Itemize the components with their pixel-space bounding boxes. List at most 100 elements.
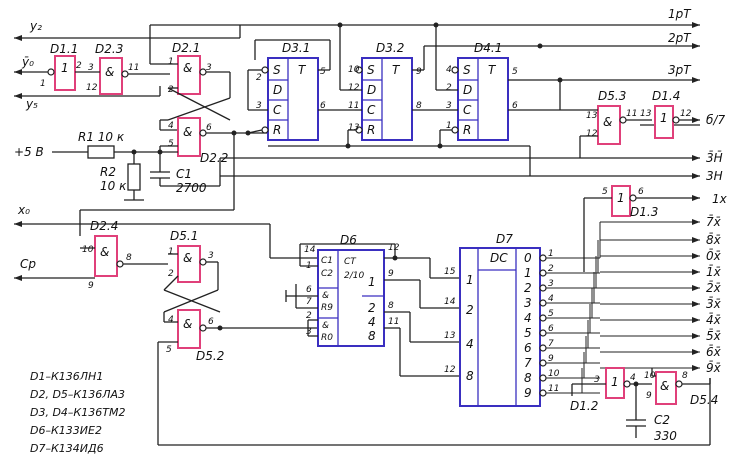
output-arrow (692, 285, 700, 291)
svg-text:3: 3 (208, 251, 214, 261)
svg-text:6: 6 (320, 101, 326, 111)
svg-text:13: 13 (348, 123, 360, 133)
d7-pin-number: 3 (548, 279, 554, 289)
svg-text:12: 12 (444, 365, 456, 375)
svg-text:&: & (322, 321, 329, 331)
chip-d2-1 (177, 55, 201, 95)
net-x3bar: 3̄x̄ (706, 297, 722, 311)
chip-d2-2 (177, 117, 201, 157)
svg-text:2: 2 (368, 301, 376, 315)
output-arrow (692, 317, 700, 323)
svg-text:2: 2 (466, 303, 474, 317)
svg-text:R: R (463, 123, 471, 137)
d7-output-1: 1 (524, 266, 532, 280)
svg-text:C: C (367, 103, 376, 117)
chip-d1-4 (654, 105, 674, 139)
d7-output-0: 0 (524, 251, 532, 265)
c2-label: C2 (654, 413, 670, 427)
d1-3-label: D1.3 (630, 205, 658, 219)
output-arrow (692, 269, 700, 275)
legend-line-5: D7–К134ИД6 (30, 442, 104, 455)
chip-d3-2 (361, 57, 413, 141)
d1-1-symbol: 1 (61, 61, 69, 75)
svg-text:1: 1 (368, 275, 376, 289)
net-x6bar: 6̄x̄ (706, 345, 722, 359)
d1-3-symbol: 1 (617, 191, 625, 205)
chip-d1-1 (54, 55, 76, 91)
r1-label: R1 10 к (78, 130, 125, 144)
net-2pt: 2рТ (668, 31, 692, 45)
svg-text:13: 13 (640, 109, 652, 119)
svg-text:R9: R9 (321, 303, 333, 313)
net-plus5: +5 В (14, 145, 44, 159)
chip-d1-3 (611, 185, 631, 217)
chip-d5-4 (655, 371, 677, 405)
d7-pin-number: 7 (548, 339, 554, 349)
y2-arrow (14, 35, 22, 41)
d2-1-label: D2.1 (172, 41, 200, 55)
net-x9bar: 9̄x̄ (706, 361, 722, 375)
d1-4-label: D1.4 (652, 89, 680, 103)
svg-text:8: 8 (416, 101, 422, 111)
svg-text:DC: DC (490, 251, 508, 265)
d7-output-7: 7 (524, 356, 532, 370)
output-arrow (692, 237, 700, 243)
d5-1-symbol: & (183, 251, 192, 265)
d5-1-label: D5.1 (170, 229, 198, 243)
d7-output-4: 4 (524, 311, 532, 325)
output-arrow (692, 301, 700, 307)
svg-text:2: 2 (446, 83, 452, 93)
net-x0: x₀ (17, 203, 30, 217)
resistor-r1 (87, 145, 115, 159)
svg-text:8: 8 (368, 329, 376, 343)
svg-text:15: 15 (444, 267, 456, 277)
svg-text:R: R (273, 123, 281, 137)
output-arrow (692, 219, 700, 225)
svg-text:3: 3 (446, 101, 452, 111)
svg-text:C2: C2 (321, 269, 333, 279)
legend-line-3: D3, D4–К136ТМ2 (30, 406, 125, 419)
chip-d4-1 (457, 57, 509, 141)
svg-text:6: 6 (208, 317, 214, 327)
legend-line-4: D6–К133ИЕ2 (30, 424, 102, 437)
svg-text:4: 4 (368, 315, 376, 329)
d7-output-bubble (539, 344, 547, 352)
net-cp: Cp (20, 257, 36, 271)
legend-line-2: D2, D5–К136ЛА3 (30, 388, 125, 401)
svg-text:C: C (463, 103, 472, 117)
svg-text:6: 6 (638, 187, 644, 197)
svg-text:3: 3 (88, 63, 94, 73)
svg-text:11: 11 (348, 101, 359, 111)
d3-1-label: D3.1 (282, 41, 310, 55)
d7-output-bubble (539, 284, 547, 292)
net-x1bar: 1̄x̄ (706, 265, 722, 279)
d5-4-symbol: & (660, 379, 669, 393)
svg-text:13: 13 (444, 331, 456, 341)
d5-3-label: D5.3 (598, 89, 626, 103)
c2-value: 330 (654, 429, 677, 443)
svg-text:9: 9 (388, 269, 394, 279)
d7-output-bubble (539, 359, 547, 367)
svg-text:3: 3 (206, 63, 212, 73)
svg-text:7: 7 (306, 297, 312, 307)
svg-text:T: T (488, 63, 497, 77)
svg-text:4: 4 (446, 65, 452, 75)
d5-4-label: D5.4 (690, 393, 718, 407)
svg-text:6: 6 (306, 285, 312, 295)
svg-text:8: 8 (126, 253, 132, 263)
net-3h-bar: 3̄Н̄ (706, 151, 723, 165)
svg-text:6: 6 (206, 123, 212, 133)
d7-output-3: 3 (524, 296, 532, 310)
svg-text:12: 12 (388, 243, 400, 253)
d7-output-bubble (539, 374, 547, 382)
net-1x: 1x (712, 192, 728, 206)
svg-text:3: 3 (306, 327, 312, 337)
svg-text:10: 10 (82, 245, 94, 255)
svg-text:T: T (298, 63, 307, 77)
d7-pin-number: 10 (548, 369, 560, 379)
net-x7bar: 7̄x̄ (706, 215, 722, 229)
output-bus-lines (220, 24, 700, 177)
d1-2-label: D1.2 (570, 399, 598, 413)
chip-d2-4 (94, 235, 118, 277)
d7-output-bubble (539, 269, 547, 277)
